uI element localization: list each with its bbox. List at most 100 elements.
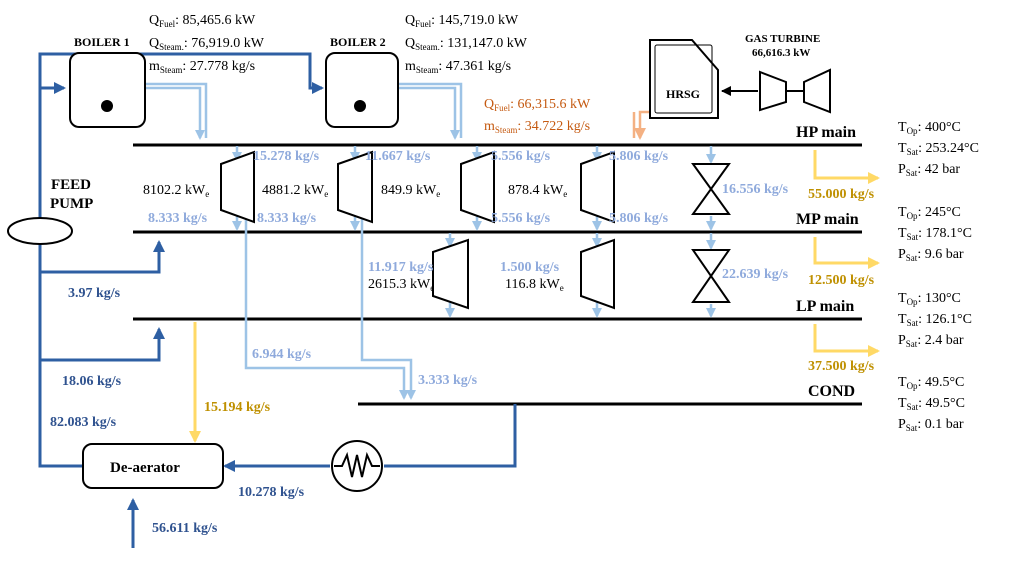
lp-to-deaerator-label: 15.194 kg/s [204, 400, 271, 415]
boiler1-msteam: mSteam: 27.778 kg/s [149, 59, 255, 75]
boiler2-steam-pipe-b [398, 82, 463, 138]
cond-psat: PSat: 0.1 bar [898, 417, 964, 433]
makeup-flow: 56.611 kg/s [152, 521, 218, 536]
hp-psat: PSat: 42 bar [898, 162, 960, 178]
t5-power: 2615.3 kWe [368, 277, 434, 293]
deaerator-box[interactable] [82, 443, 224, 489]
hp-demand-label: 55.000 kg/s [808, 187, 875, 202]
t6-flow-in: 1.500 kg/s [500, 260, 560, 275]
t3-flow-out: 5.556 kg/s [491, 211, 551, 226]
valve-hp-mp-flow: 16.556 kg/s [722, 182, 789, 197]
boiler1-burner-dot [101, 100, 113, 112]
mp-demand-label: 12.500 kg/s [808, 273, 875, 288]
valve-hp-mp-shape[interactable] [691, 163, 731, 215]
t2-power: 4881.2 kWe [262, 183, 328, 199]
turbine3-shape[interactable] [460, 150, 495, 224]
lp-main-label: LP main [796, 298, 854, 315]
t4-flow-in: 5.806 kg/s [609, 149, 669, 164]
hrsg-qfuel: QFuel: 66,315.6 kW [484, 97, 591, 113]
gas-turbine-label: GAS TURBINE [745, 33, 820, 45]
feed-pump-label-1: FEED [51, 177, 91, 193]
boiler2-msteam: mSteam: 47.361 kg/s [405, 59, 511, 75]
t1-flow-in: 15.278 kg/s [253, 149, 320, 164]
hp-tsat: TSat: 253.24°C [898, 141, 979, 157]
mp-psat: PSat: 9.6 bar [898, 247, 964, 263]
cond-top: TOp: 49.5°C [898, 375, 964, 391]
turbine1-shape[interactable] [220, 150, 255, 224]
valve-mp-lp-flow: 22.639 kg/s [722, 267, 789, 282]
boiler1-steam-pipe-b [145, 82, 208, 138]
hrsg-inner [654, 44, 713, 114]
t1-to-cond-pipe [244, 212, 409, 400]
t6-power: 116.8 kWe [505, 277, 564, 293]
t1-power: 8102.2 kWe [143, 183, 209, 199]
turbine6-shape[interactable] [580, 238, 615, 310]
t3-power: 849.9 kWe [381, 183, 440, 199]
valve-mp-lp-shape[interactable] [691, 249, 731, 303]
boiler2-label: BOILER 2 [330, 35, 386, 49]
header-lines [133, 143, 862, 406]
turbine5-shape[interactable] [432, 238, 469, 310]
cond-label: COND [808, 383, 855, 400]
boiler2-qfuel: QFuel: 145,719.0 kW [405, 13, 519, 29]
lp-return-flow: 18.06 kg/s [62, 374, 122, 389]
lp-return-pipe [40, 327, 165, 362]
hrsg-label: HRSG [666, 87, 700, 101]
turbine4-shape[interactable] [580, 150, 615, 224]
lp-demand-arrow [813, 324, 880, 357]
feed-pump-label-2: PUMP [50, 196, 93, 212]
steam-piping [145, 82, 716, 400]
feedwater-piping [38, 52, 517, 548]
demand-arrows [189, 150, 880, 443]
t2-flow-out: 8.333 kg/s [257, 211, 317, 226]
hp-top: TOp: 400°C [898, 120, 961, 136]
boiler1-qsteam: QSteam.: 76,919.0 kW [149, 36, 265, 52]
t1-flow-out: 8.333 kg/s [148, 211, 208, 226]
feed-main-pipe [38, 82, 83, 468]
mp-demand-arrow [813, 237, 880, 269]
condensate-flow: 10.278 kg/s [238, 485, 305, 500]
mp-return-flow: 3.97 kg/s [68, 286, 121, 301]
to-cond-flow-1: 6.944 kg/s [252, 347, 312, 362]
hrsg-box[interactable] [649, 39, 719, 119]
boiler1-steam-pipe [145, 86, 205, 140]
mp-main-label: MP main [796, 211, 859, 228]
hp-demand-arrow [813, 150, 880, 184]
gas-turbine-power: 66,616.3 kW [752, 47, 810, 59]
mp-tsat: TSat: 178.1°C [898, 226, 972, 242]
hp-main-label: HP main [796, 124, 856, 141]
gt-compressor-shape[interactable] [759, 70, 787, 112]
t4-power: 878.4 kWe [508, 183, 567, 199]
cond-tsat: TSat: 49.5°C [898, 396, 965, 412]
boiler1-qfuel: QFuel: 85,465.6 kW [149, 13, 256, 29]
lp-demand-label: 37.500 kg/s [808, 359, 875, 374]
boiler1-label: BOILER 1 [74, 35, 130, 49]
heat-exchanger-coil [334, 451, 380, 478]
deaerator-label: De-aerator [110, 460, 180, 476]
turbine2-shape[interactable] [337, 150, 373, 224]
to-cond-flow-2: 3.333 kg/s [418, 373, 478, 388]
boiler2-steam-pipe [398, 86, 460, 140]
t3-flow-in: 5.556 kg/s [491, 149, 551, 164]
lp-tsat: TSat: 126.1°C [898, 312, 972, 328]
t2-to-cond-pipe [360, 212, 416, 400]
heat-exchanger-shape[interactable] [331, 440, 383, 492]
boiler2-qsteam: QSteam.: 131,147.0 kW [405, 36, 528, 52]
mp-top: TOp: 245°C [898, 205, 961, 221]
feed-boiler2-pipe [38, 52, 324, 94]
condensate-pipe [384, 404, 517, 468]
boiler2-burner-dot [354, 100, 366, 112]
t5-flow-in: 11.917 kg/s [368, 260, 434, 275]
mp-return-pipe [40, 240, 165, 274]
hrsg-msteam: mSteam: 34.722 kg/s [484, 119, 590, 135]
boiler-feed-flow: 82.083 kg/s [50, 415, 117, 430]
boiler2-box[interactable] [325, 52, 399, 128]
t4-flow-out: 5.806 kg/s [609, 211, 669, 226]
feed-pump-shape[interactable] [7, 217, 73, 245]
lp-psat: PSat: 2.4 bar [898, 333, 964, 349]
gt-turbine-shape[interactable] [803, 68, 831, 114]
boiler1-box[interactable] [69, 52, 146, 128]
t2-flow-in: 11.667 kg/s [365, 149, 431, 164]
lp-top: TOp: 130°C [898, 291, 961, 307]
